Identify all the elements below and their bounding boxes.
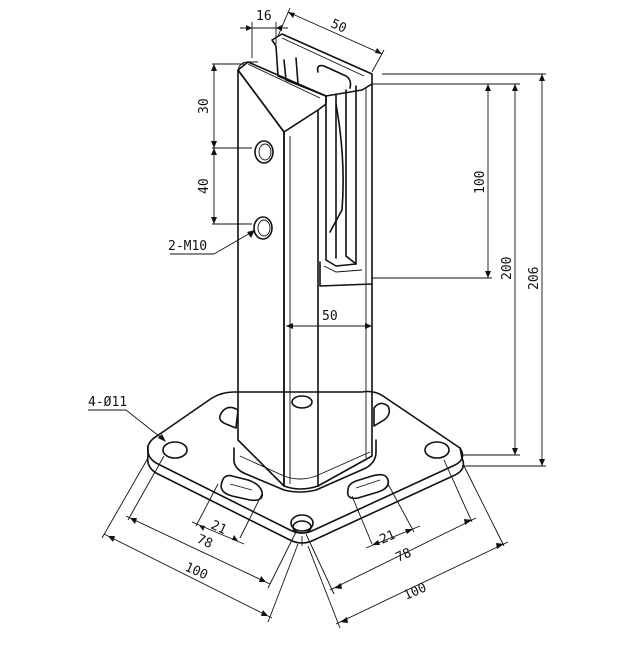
base-plate bbox=[146, 390, 465, 546]
dimension-slot-width-left-label: 21 bbox=[208, 518, 228, 538]
dimension-post-height-label: 200 bbox=[500, 257, 515, 280]
dimension-base-width-right-label: 100 bbox=[402, 580, 430, 603]
dimension-post-height: 200 bbox=[372, 83, 520, 456]
dimension-slot-height: 100 bbox=[372, 83, 492, 279]
dimension-post-width-label: 50 bbox=[322, 309, 338, 324]
dimension-slot-width: 16 bbox=[240, 9, 288, 58]
dimension-hole-pitch-left-label: 78 bbox=[194, 532, 214, 552]
dimension-slot-width-right-label: 21 bbox=[378, 528, 398, 548]
dimension-post-width: 50 bbox=[286, 309, 372, 329]
post-top-left-corner bbox=[237, 61, 258, 71]
base-plate-thickness bbox=[146, 445, 465, 544]
base-hole-front-inner bbox=[292, 520, 312, 534]
post-top-front-jaw bbox=[237, 61, 327, 133]
dimension-hole-spacing: 40 bbox=[197, 148, 252, 225]
callout-base-holes: 4-Ø11 bbox=[88, 395, 166, 442]
dimension-top-width: 50 bbox=[277, 7, 385, 73]
dimension-total-height: 206 bbox=[382, 73, 546, 467]
dimension-slot-width-label: 16 bbox=[256, 9, 272, 24]
post-left-face bbox=[237, 69, 285, 487]
thread-hole-lower bbox=[253, 216, 273, 240]
post-top-rear-jaw bbox=[271, 33, 373, 97]
dimension-hole-spacing-top: 30 bbox=[197, 63, 252, 149]
callout-base-holes-label: 4-Ø11 bbox=[88, 395, 127, 410]
dimension-hole-pitch-left: 78 bbox=[125, 455, 297, 589]
post-top-rear-jaw-edge bbox=[281, 37, 365, 77]
dimension-hole-spacing-top-label: 30 bbox=[197, 98, 212, 114]
base-slot-back-left bbox=[218, 406, 239, 429]
base-hole-front bbox=[290, 514, 314, 532]
post-right-face bbox=[317, 83, 373, 487]
dimension-top-width-label: 50 bbox=[328, 17, 348, 37]
dimension-hole-spacing-label: 40 bbox=[197, 178, 212, 194]
base-hole-back bbox=[291, 395, 313, 409]
dimension-hole-pitch-right: 78 bbox=[305, 459, 477, 595]
dimension-hole-pitch-right-label: 78 bbox=[394, 546, 414, 566]
base-plate-top-face bbox=[146, 390, 464, 534]
callout-thread: 2-M10 bbox=[168, 230, 255, 255]
dimension-base-width-left-label: 100 bbox=[182, 560, 210, 583]
dimension-slot-width-right: 21 bbox=[351, 483, 421, 549]
glass-slot bbox=[283, 57, 373, 287]
post-top-front-jaw-edge bbox=[247, 63, 321, 99]
dimension-slot-height-label: 100 bbox=[473, 171, 488, 194]
base-hole-left bbox=[162, 441, 188, 459]
post-front-face bbox=[283, 109, 319, 490]
callout-thread-label: 2-M10 bbox=[168, 239, 207, 254]
base-hole-right bbox=[424, 441, 450, 459]
dimension-total-height-label: 206 bbox=[527, 267, 542, 290]
base-slot-back-right bbox=[373, 402, 391, 427]
post-foot bbox=[233, 439, 377, 493]
base-slot-front-left bbox=[220, 474, 264, 502]
base-slot-front-right bbox=[346, 473, 390, 500]
thread-hole-upper bbox=[254, 140, 274, 164]
post bbox=[233, 33, 377, 493]
dimension-slot-width-left: 21 bbox=[191, 483, 263, 545]
